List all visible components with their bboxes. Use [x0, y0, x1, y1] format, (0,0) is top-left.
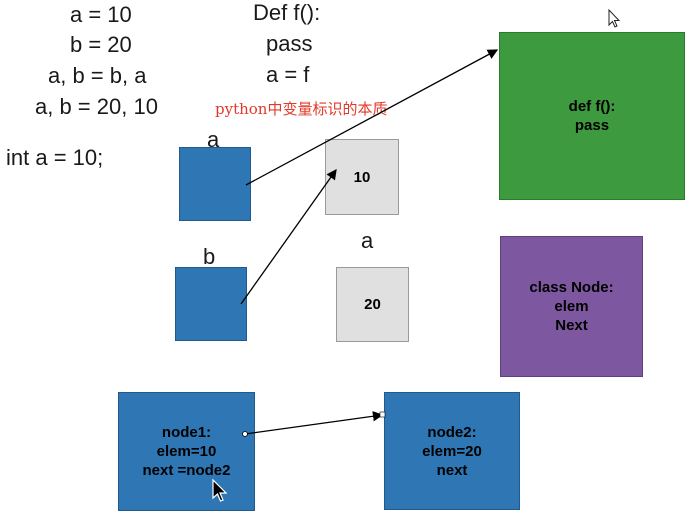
code-line-pass: pass — [266, 31, 313, 56]
value-10-text: 10 — [353, 168, 371, 186]
node1-text: node1: elem=10 next =node2 — [142, 424, 231, 479]
arrow-node1-origin-dot — [242, 431, 248, 437]
value-20-text: 20 — [364, 296, 381, 313]
mouse-cursor-icon — [608, 8, 621, 28]
mouse-pointer-icon — [212, 478, 228, 502]
node1-box: node1: elem=10 next =node2 — [118, 392, 255, 511]
code-line-a-equals-f: a = f — [266, 62, 310, 87]
class-box: class Node: elem Next — [500, 236, 643, 377]
class-box-text: class Node: elem Next — [529, 279, 614, 334]
arrow-node1-to-node2 — [244, 411, 384, 435]
node2-box: node2: elem=20 next — [384, 392, 520, 510]
code-line-tuple-assign: a, b = 20, 10 — [35, 94, 158, 119]
function-box-text: def f(): pass — [568, 98, 616, 134]
node2-text: node2: elem=20 next — [422, 423, 482, 479]
variable-box-a — [179, 147, 251, 221]
annotation-note: python中变量标识的本质 — [215, 100, 388, 118]
variable-box-b — [175, 267, 247, 341]
value-box-20: 20 — [336, 267, 409, 342]
variable-label-a: a — [207, 127, 220, 152]
code-line-swap: a, b = b, a — [48, 63, 147, 88]
arrow-node2-target-dot — [379, 411, 386, 418]
code-line-def: Def f(): — [253, 0, 321, 25]
code-line-a-assign: a = 10 — [70, 2, 132, 27]
arrow-b-to-10 — [240, 168, 337, 305]
variable-label-b: b — [203, 244, 216, 269]
variable-label-a-second: a — [361, 228, 374, 253]
code-line-b-assign: b = 20 — [70, 32, 132, 57]
value-box-10: 10 — [325, 139, 399, 215]
code-line-int: int a = 10; — [6, 145, 104, 170]
function-box: def f(): pass — [499, 32, 685, 200]
arrow-a-to-function — [245, 49, 499, 186]
